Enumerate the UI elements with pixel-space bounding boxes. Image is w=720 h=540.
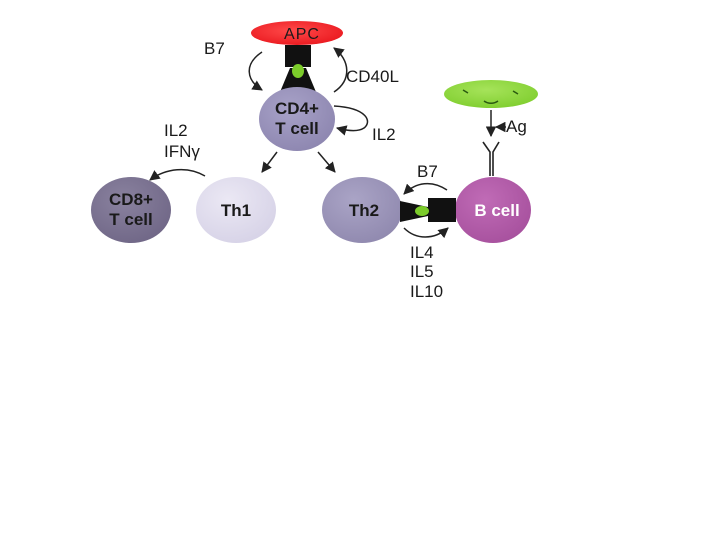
cd4-label-line2: T cell (275, 119, 318, 138)
cd4-to-th2-arrow (317, 151, 336, 173)
b7-arrow (248, 51, 263, 91)
cd4-tcr-wedge (280, 68, 316, 92)
apc-cell (251, 21, 343, 45)
cd8-t-cell (91, 177, 171, 243)
antigen (444, 80, 538, 108)
il2-left-label: IL2 (164, 121, 188, 140)
apc-b7-ligand (292, 64, 304, 78)
antigen-mark-smile (483, 100, 499, 104)
antigen-mark-right (512, 90, 519, 95)
il-cytokines-arrow (403, 227, 449, 239)
th2-cell (322, 177, 402, 243)
bcell-mhc-block (428, 198, 456, 222)
b-cell-label: B cell (474, 201, 519, 220)
il10-label: IL10 (410, 282, 443, 301)
b7-right-arrow (403, 182, 448, 195)
cd8-label-line1: CD8+ (109, 190, 153, 209)
th1-label: Th1 (221, 201, 251, 220)
ifn-gamma-label: IFNγ (164, 142, 200, 161)
th1-to-cd8-arrow (149, 168, 206, 181)
b7-right-label: B7 (417, 162, 438, 181)
th1-cell (196, 177, 276, 243)
b-cell (455, 177, 531, 243)
cd40l-arrow (333, 47, 348, 93)
ag-label: Ag (506, 117, 527, 136)
antigen-mark-left (462, 89, 469, 94)
cd8-label-line2: T cell (109, 210, 152, 229)
il4-label: IL4 (410, 243, 434, 262)
cd4-to-th1-arrow (261, 151, 278, 173)
apc-mhc-block (285, 45, 311, 67)
cd4-t-cell (259, 87, 335, 151)
th2-label: Th2 (349, 201, 379, 220)
b7-top-label: B7 (204, 39, 225, 58)
b-cell-receptor-icon (482, 141, 500, 176)
apc-label: APC (284, 26, 320, 43)
il2-autocrine-arrow (333, 105, 369, 136)
il2-self-label: IL2 (372, 125, 396, 144)
cd40l-label: CD40L (346, 67, 399, 86)
bcell-b7-ligand (415, 206, 429, 216)
cd4-label-line1: CD4+ (275, 99, 319, 118)
il5-label: IL5 (410, 262, 434, 281)
